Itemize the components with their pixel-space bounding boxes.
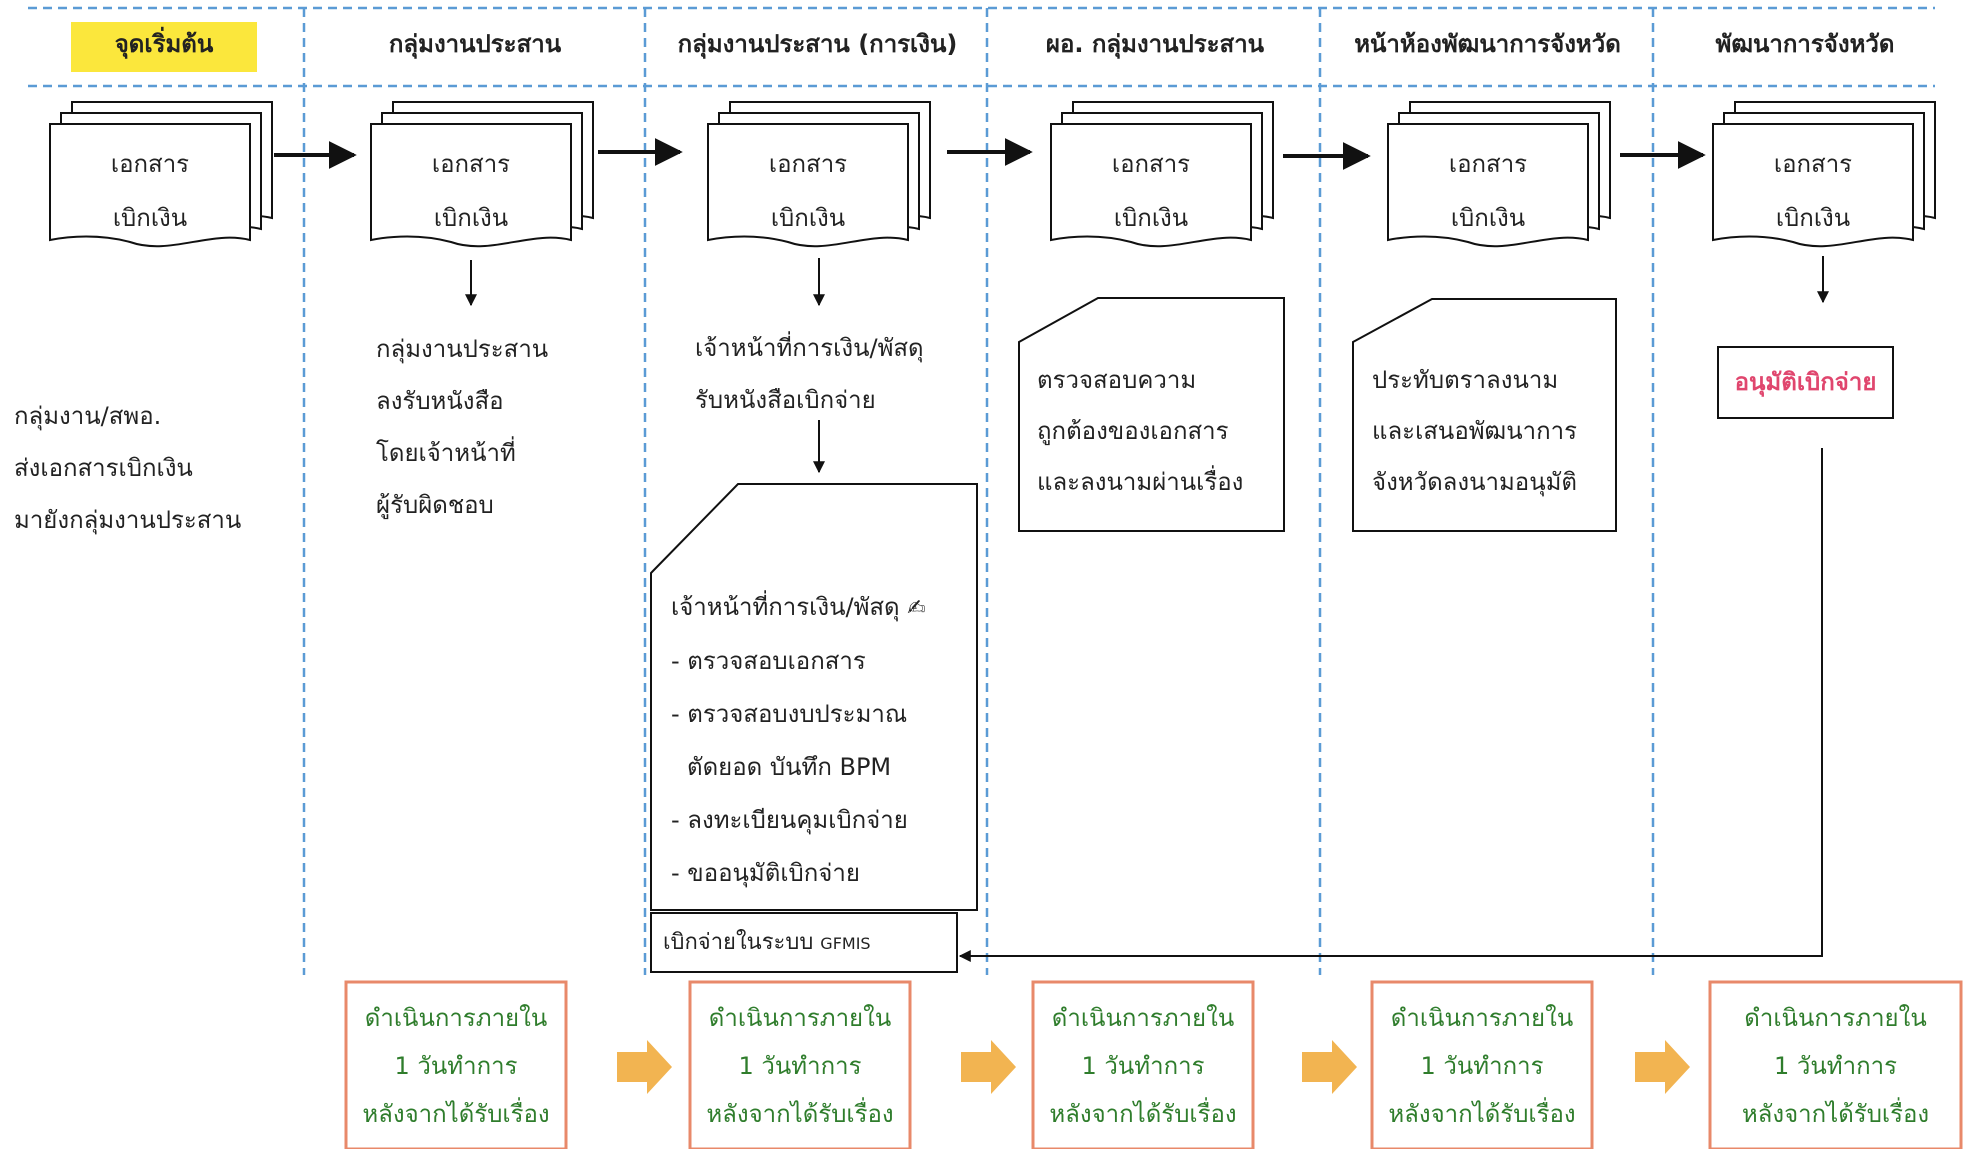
document-label: เอกสารเบิกเงิน xyxy=(1111,150,1191,232)
lane-dividers xyxy=(28,6,1935,975)
lane-header-finance: กลุ่มงานประสาน (การเงิน) xyxy=(677,30,958,58)
gfmis-box xyxy=(650,912,958,973)
timing-arrow-icon xyxy=(1635,1040,1690,1094)
document-label: เอกสารเบิกเงิน xyxy=(768,150,848,232)
return-arrow xyxy=(958,448,1823,962)
list-item: - ลงทะเบียนคุมเบิกจ่าย xyxy=(671,806,908,834)
gfmis-label: เบิกจ่ายในระบบ GFMIS xyxy=(663,930,871,955)
coordination-description: กลุ่มงานประสาน ลงรับหนังสือ โดยเจ้าหน้าท… xyxy=(376,335,549,519)
timing-box xyxy=(344,980,568,1149)
signature-icon: ✍ xyxy=(907,596,926,621)
timing-box xyxy=(1708,980,1963,1149)
lane-header-director: ผอ. กลุ่มงานประสาน xyxy=(1045,30,1265,58)
office-task-text: ประทับตราลงนาม และเสนอพัฒนาการ จังหวัดลง… xyxy=(1372,366,1578,496)
director-task-box xyxy=(1018,297,1285,532)
approve-box xyxy=(1717,346,1894,419)
document-label: เอกสารเบิกเงิน xyxy=(1448,150,1528,232)
list-item: ตัดยอด บันทึก BPM xyxy=(687,753,892,781)
lane-header-office: หน้าห้องพัฒนาการจังหวัด xyxy=(1354,30,1621,58)
list-item: - ตรวจสอบเอกสาร xyxy=(671,647,866,675)
document-label: เอกสารเบิกเงิน xyxy=(1773,150,1853,232)
lane-header-start: จุดเริ่มต้น xyxy=(114,30,214,58)
finance-task-box xyxy=(650,483,978,911)
timing-arrow-icon xyxy=(1302,1040,1357,1094)
start-description: กลุ่มงาน/สพอ. ส่งเอกสารเบิกเงิน มายังกลุ… xyxy=(14,402,242,534)
approve-label: อนุมัติเบิกจ่าย xyxy=(1734,368,1877,396)
lane-header-governor: พัฒนาการจังหวัด xyxy=(1715,30,1895,58)
document-label: เอกสารเบิกเงิน xyxy=(110,150,190,232)
office-task-box xyxy=(1352,298,1617,532)
finance-task-title: เจ้าหน้าที่การเงิน/พัสดุ xyxy=(671,593,900,621)
lane-header-coordination: กลุ่มงานประสาน xyxy=(388,30,562,58)
list-item: - ขออนุมัติเบิกจ่าย xyxy=(671,859,860,887)
timing-box xyxy=(1031,980,1255,1149)
list-item: - ตรวจสอบงบประมาณ xyxy=(671,700,908,728)
timing-box xyxy=(688,980,912,1149)
start-highlight xyxy=(71,22,257,72)
finance-receive-description: เจ้าหน้าที่การเงิน/พัสดุ รับหนังสือเบิกจ… xyxy=(695,334,924,414)
document-label: เอกสารเบิกเงิน xyxy=(431,150,511,232)
finance-task-list: เจ้าหน้าที่การเงิน/พัสดุ ✍ - ตรวจสอบเอกส… xyxy=(671,581,926,900)
timing-arrow-icon xyxy=(617,1040,672,1094)
timing-box xyxy=(1370,980,1594,1149)
director-task-text: ตรวจสอบความ ถูกต้องของเอกสาร และลงนามผ่า… xyxy=(1037,366,1244,496)
timing-arrow-icon xyxy=(961,1040,1016,1094)
